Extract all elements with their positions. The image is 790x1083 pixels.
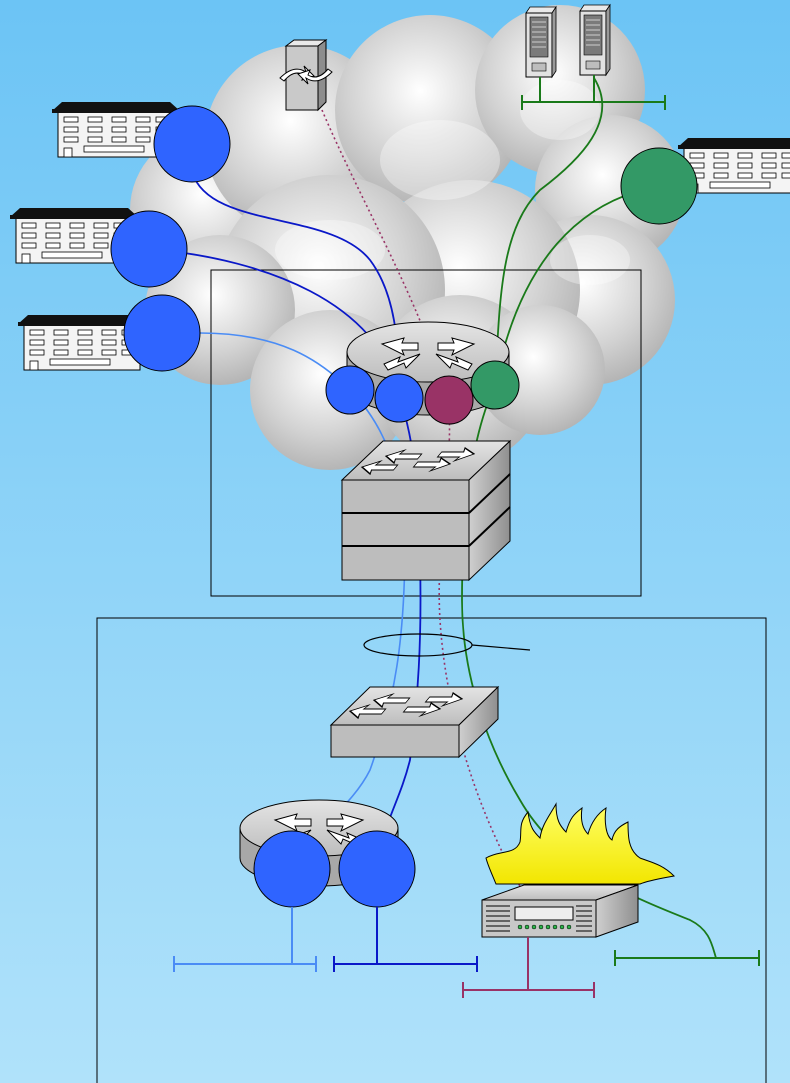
lan-segment-light-blue xyxy=(173,907,317,972)
interface-circle xyxy=(374,373,424,423)
lan-segment-navy xyxy=(333,907,478,972)
cloud-highlights xyxy=(275,80,630,285)
server-tower-icon xyxy=(525,6,557,78)
site-circle xyxy=(620,147,698,225)
branch-site-box xyxy=(96,617,767,1083)
firewall-brick-icon xyxy=(279,39,333,112)
site-circle xyxy=(123,294,201,372)
workgroup-switch-icon xyxy=(329,685,500,759)
lan-segment-magenta xyxy=(462,937,595,998)
site-circle xyxy=(110,210,188,288)
core-site-box xyxy=(210,269,642,597)
server-lan-segment xyxy=(521,75,666,110)
layer3-switch-stack-icon xyxy=(340,439,512,582)
lan-segment-green xyxy=(614,950,760,966)
interface-circle xyxy=(338,830,416,908)
firewall-appliance-icon xyxy=(481,884,639,938)
interface-circle xyxy=(253,830,331,908)
flame-icon xyxy=(485,802,676,885)
interface-circle xyxy=(470,360,520,410)
server-tower-icon xyxy=(579,4,611,76)
trunk-bundle-marker xyxy=(363,633,531,657)
interface-circle xyxy=(424,375,474,425)
site-circle xyxy=(153,105,231,183)
interface-circle xyxy=(325,365,375,415)
